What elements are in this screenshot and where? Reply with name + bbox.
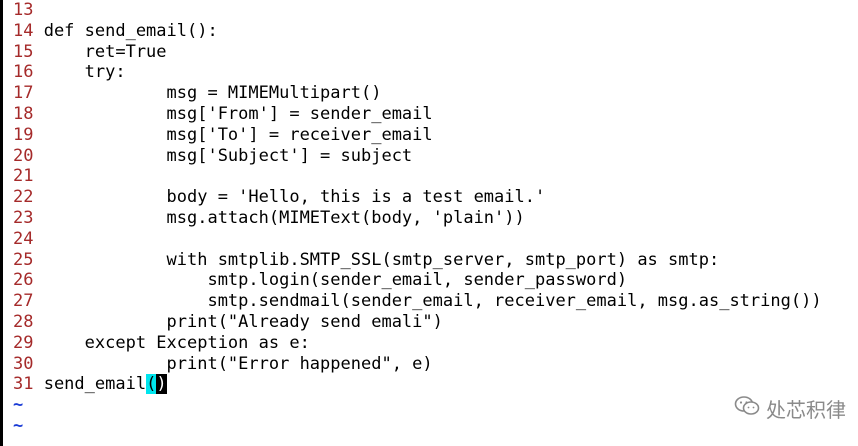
line-text: def send_email():	[43, 20, 218, 41]
line-text: try:	[43, 62, 126, 83]
empty-line-marker: ~	[13, 416, 858, 437]
code-line: 29 except Exception as e:	[13, 333, 858, 354]
code-line: 19 msg['To'] = receiver_email	[13, 125, 858, 146]
line-text: except Exception as e:	[43, 332, 310, 353]
line-number: 20	[13, 145, 34, 166]
line-text: send_email	[43, 374, 147, 395]
line-text: smtp.login(sender_email, sender_password…	[43, 270, 628, 291]
line-number: 23	[13, 207, 34, 228]
code-line: 20 msg['Subject'] = subject	[13, 146, 858, 167]
code-line: 13	[13, 0, 858, 21]
line-text: msg = MIMEMultipart()	[43, 83, 382, 104]
line-number: 14	[13, 20, 34, 41]
line-number: 27	[13, 291, 34, 312]
line-number: 26	[13, 270, 34, 291]
code-lines: 13 14 def send_email(): 15 ret=True 16 tr…	[13, 0, 858, 437]
line-number: 19	[13, 124, 34, 145]
empty-line-marker: ~	[13, 395, 858, 416]
line-number: 24	[13, 228, 34, 249]
watermark-text: 处芯积律	[766, 398, 846, 422]
code-line: 16 try:	[13, 62, 858, 83]
code-line: 15 ret=True	[13, 42, 858, 63]
line-number: 25	[13, 249, 34, 270]
matching-paren: (	[146, 374, 157, 395]
line-number: 28	[13, 311, 34, 332]
line-text: with smtplib.SMTP_SSL(smtp_server, smtp_…	[43, 249, 720, 270]
line-number: 30	[13, 353, 34, 374]
code-line: 21	[13, 166, 858, 187]
line-text: smtp.sendmail(sender_email, receiver_ema…	[43, 291, 822, 312]
code-line: 27 smtp.sendmail(sender_email, receiver_…	[13, 291, 858, 312]
line-number: 31	[13, 374, 34, 395]
line-text: msg['Subject'] = subject	[43, 145, 413, 166]
line-text: ret=True	[43, 41, 167, 62]
line-number: 21	[13, 166, 34, 187]
line-number: 15	[13, 41, 34, 62]
line-text: msg.attach(MIMEText(body, 'plain'))	[43, 207, 525, 228]
line-number: 17	[13, 83, 34, 104]
line-text: print("Already send emali")	[43, 311, 443, 332]
wechat-icon	[734, 395, 760, 422]
code-line: 24	[13, 229, 858, 250]
line-text: msg['To'] = receiver_email	[43, 124, 433, 145]
line-number: 29	[13, 332, 34, 353]
line-number: 22	[13, 187, 34, 208]
line-number: 16	[13, 62, 34, 83]
tilde-marker: ~	[13, 395, 24, 416]
tilde-marker: ~	[13, 415, 24, 436]
text-cursor[interactable]: )	[156, 374, 167, 395]
code-line: 17 msg = MIMEMultipart()	[13, 83, 858, 104]
code-line: 30 print("Error happened", e)	[13, 354, 858, 375]
code-line: 14 def send_email():	[13, 21, 858, 42]
code-line: 23 msg.attach(MIMEText(body, 'plain'))	[13, 208, 858, 229]
code-line-current: 31 send_email()	[13, 374, 858, 395]
line-text: print("Error happened", e)	[43, 353, 433, 374]
code-line: 18 msg['From'] = sender_email	[13, 104, 858, 125]
line-number: 18	[13, 103, 34, 124]
line-number: 13	[13, 0, 34, 20]
code-line: 28 print("Already send emali")	[13, 312, 858, 333]
watermark: 处芯积律	[734, 394, 846, 423]
line-text: msg['From'] = sender_email	[43, 103, 433, 124]
code-line: 26 smtp.login(sender_email, sender_passw…	[13, 270, 858, 291]
code-line: 22 body = 'Hello, this is a test email.'	[13, 187, 858, 208]
line-text: body = 'Hello, this is a test email.'	[43, 187, 546, 208]
code-line: 25 with smtplib.SMTP_SSL(smtp_server, sm…	[13, 250, 858, 271]
